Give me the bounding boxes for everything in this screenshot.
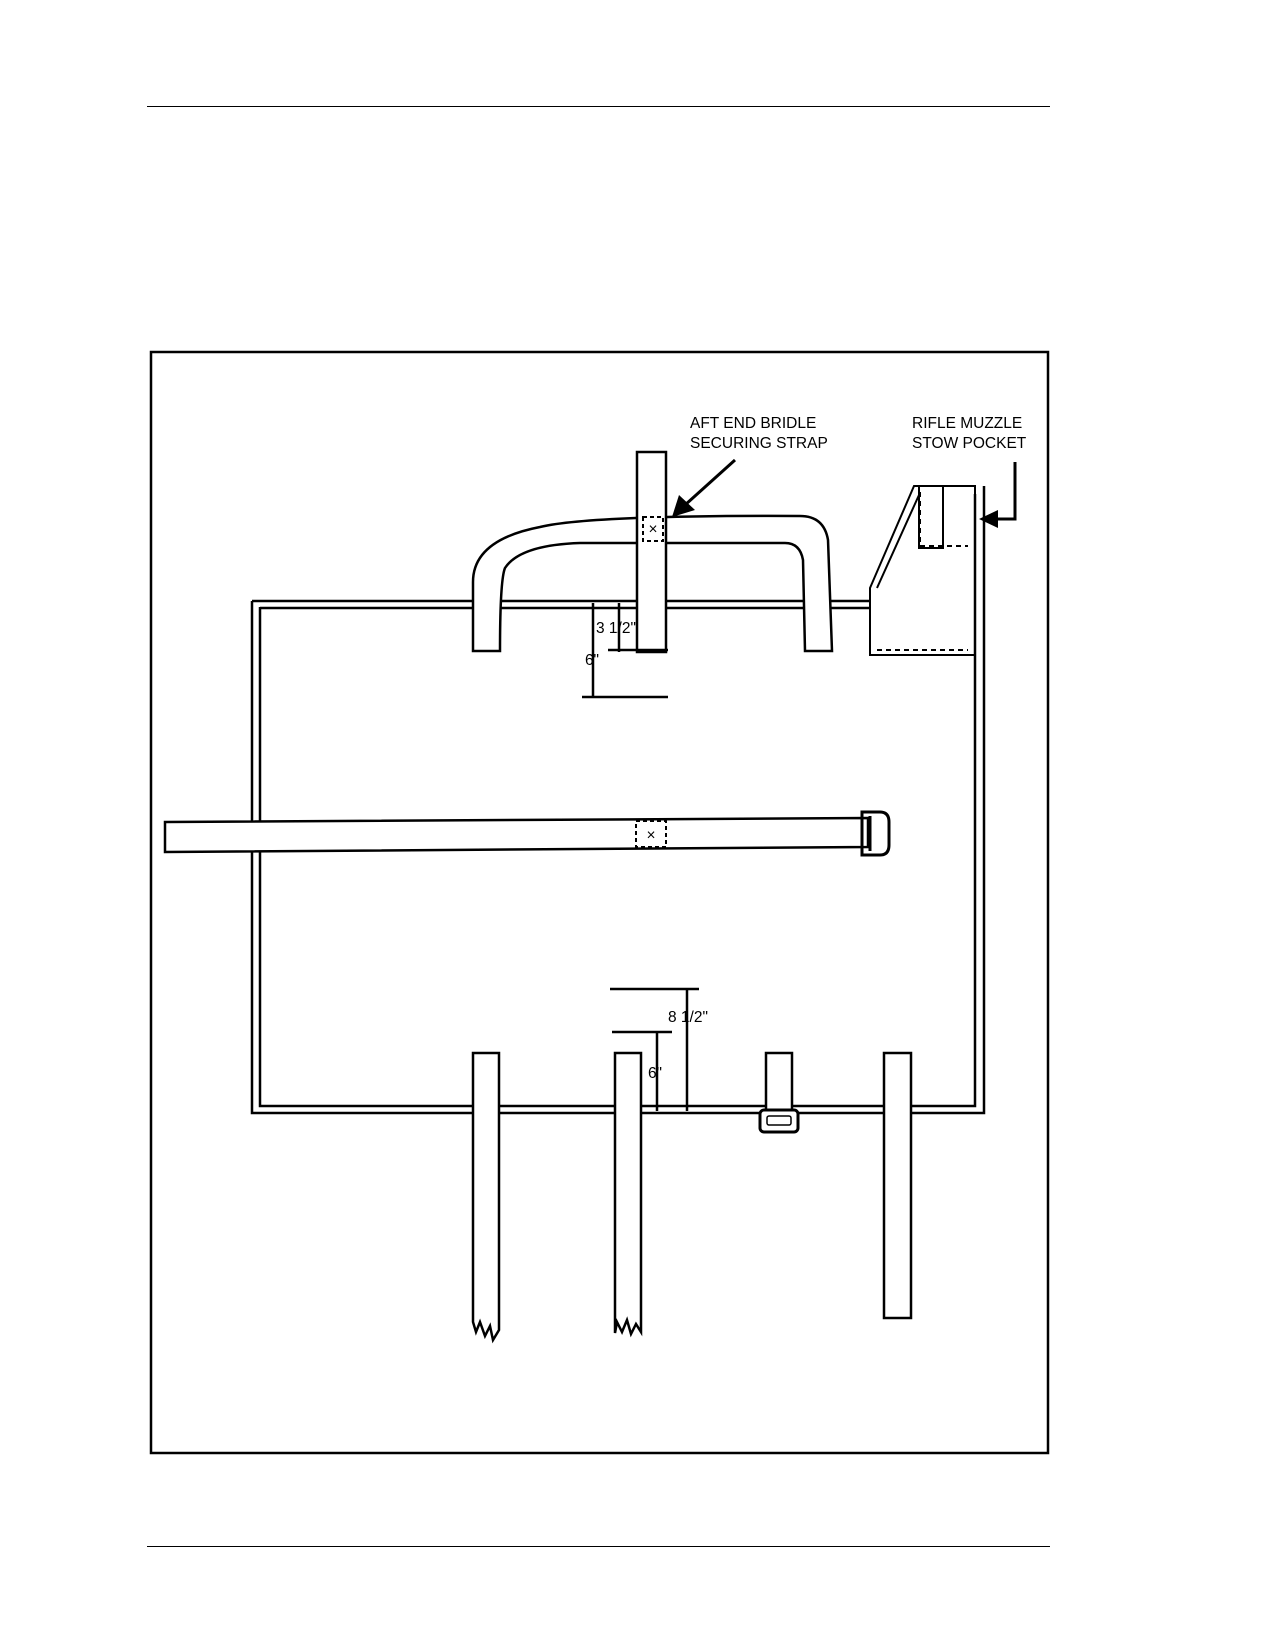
bottom-buckle (758, 1108, 800, 1134)
bottom-strap-3 (764, 1051, 794, 1112)
bottom-buckle-slot (766, 1115, 792, 1126)
callout-bridle-line-2: SECURING STRAP (690, 435, 828, 452)
bottom-dimension-lines (610, 987, 699, 1111)
figure-frame (149, 350, 1050, 1455)
bottom-strap-1 (471, 1051, 501, 1344)
dimension-label-3-1-2: 3 1/2" (596, 620, 636, 637)
stitch-box-mark: × (648, 521, 657, 538)
horizontal-strap: × (163, 816, 870, 854)
callout-muzzle-line-1: RIFLE MUZZLE (912, 415, 1022, 432)
top-dimension-lines (582, 603, 668, 699)
callout-bridle-strap: AFT END BRIDLE SECURING STRAP (672, 415, 828, 517)
callout-muzzle-pocket: RIFLE MUZZLE STOW POCKET (912, 415, 1027, 528)
arrow-head-icon (979, 510, 998, 528)
dimension-label-8-1-2: 8 1/2" (668, 1009, 708, 1026)
dimension-label-6-bottom: 6" (648, 1065, 662, 1082)
callout-bridle-line-1: AFT END BRIDLE (690, 415, 816, 432)
stitch-box-mark: × (646, 827, 655, 844)
header-rule (147, 106, 1050, 107)
dimension-label-6-top: 6" (585, 652, 599, 669)
rifle-muzzle-stow-pocket (869, 485, 976, 656)
arrow-head-icon (672, 495, 695, 517)
bottom-strap-4 (882, 1051, 913, 1320)
callout-muzzle-line-2: STOW POCKET (912, 435, 1027, 452)
d-ring (860, 810, 891, 857)
footer-rule (147, 1546, 1050, 1547)
bridle-securing-strap (635, 450, 668, 654)
bridle-stitch-box: × (642, 516, 664, 542)
bottom-strap-2 (613, 1051, 643, 1338)
